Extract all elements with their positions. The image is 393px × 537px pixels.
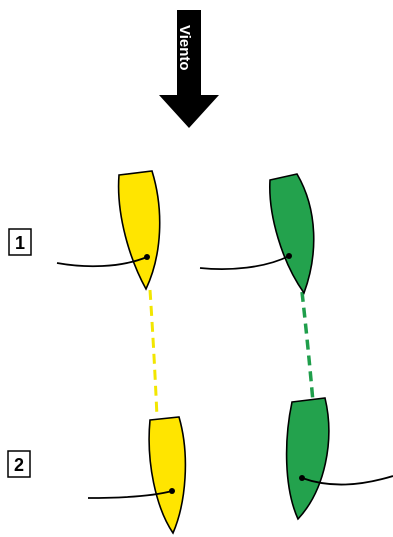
green-boat-sheet-point	[286, 253, 292, 259]
yellow-boat-position-2	[87, 416, 187, 535]
position-2-label: 2	[7, 450, 31, 478]
position-1-number: 1	[15, 233, 25, 253]
yellow-boat-sheet	[56, 256, 148, 268]
green-boat-track	[300, 291, 315, 403]
green-boat-sheet	[301, 475, 393, 486]
wind-arrow: Viento	[159, 10, 219, 128]
position-2-number: 2	[14, 455, 24, 475]
wind-label: Viento	[176, 25, 193, 71]
position-1-label: 1	[8, 228, 32, 256]
green-boat-hull	[285, 397, 330, 521]
yellow-boat-sheet-point	[144, 254, 150, 260]
green-boat-hull	[269, 173, 315, 295]
yellow-boat-track	[148, 289, 159, 418]
green-boat-sheet	[199, 255, 290, 270]
yellow-boat-position-1	[56, 170, 161, 291]
yellow-boat-sheet-point	[169, 488, 175, 494]
green-boat-position-1	[199, 173, 315, 295]
yellow-boat-sheet	[87, 490, 173, 499]
yellow-boat-hull	[148, 416, 187, 535]
position-1-box	[8, 228, 32, 256]
green-boat-sheet-point	[299, 475, 305, 481]
wind-arrow-shape	[159, 10, 219, 128]
yellow-boat-hull	[117, 170, 161, 291]
green-boat-position-2	[285, 397, 393, 521]
position-2-box	[7, 450, 31, 478]
